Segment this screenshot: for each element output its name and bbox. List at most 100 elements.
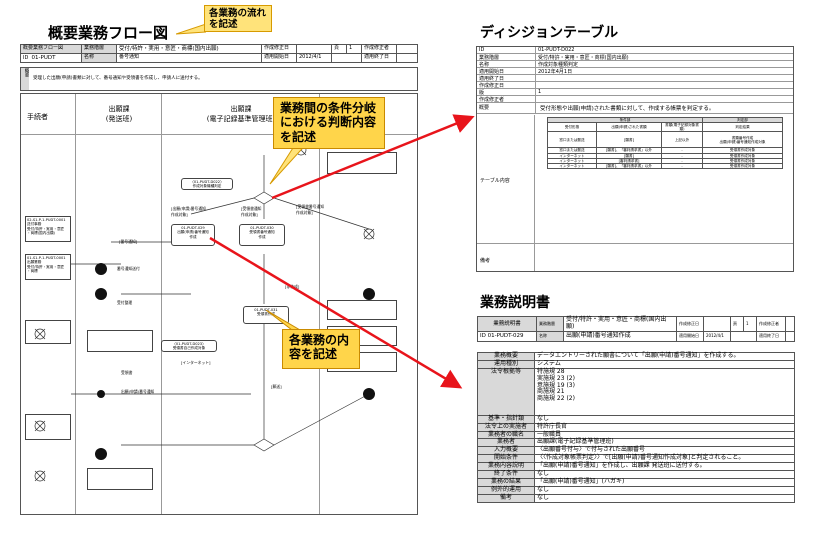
label-branch-2: [受領書通知 作成対象]: [241, 206, 262, 217]
node-task-029: 01-PUDT-029 出願(申請)番号通知 作成: [171, 224, 215, 246]
dt-k-3: 適用開始日: [477, 68, 536, 75]
desc-k-3: 基準・指針類: [477, 414, 535, 424]
branch-callout: 業務間の条件分岐における判断内容を記述: [273, 97, 385, 149]
dt-inner-table: 条件部 判定部 受付形態 出願(申請)された書類 書類(電子記録対象書類) 判定…: [547, 116, 783, 169]
level-label: 業務階層: [81, 44, 117, 54]
label-branch-4: [非作成]: [285, 284, 300, 289]
dt-k-4: 適用終了日: [477, 75, 536, 82]
desc-created-label: 作成修正日: [676, 316, 704, 332]
dt-k-5: 作成修正日: [477, 82, 536, 89]
created-label: 作成修正日: [261, 44, 297, 54]
dt-sub-0: 受付形態: [547, 122, 597, 133]
node-box-3: [25, 320, 71, 344]
dt-cell-0-3: 書類番号作成 出願(申請)番号通知作成対象: [702, 131, 783, 149]
desc-level-label: 業務階層: [536, 316, 564, 332]
dt-v-8: 受付形態や出願(申請)された書類に対して、作成する帳票を判定する。: [540, 106, 715, 112]
dt-cell-3-3: 受領書作成対象: [702, 157, 783, 164]
dt-head-judge: 判定部: [702, 116, 783, 124]
desc-v-11: 「出願(申請)番号通知」(ハガキ): [534, 477, 795, 487]
flow-header-table: 概要業務フロー図 業務階層 受付/特許・実用・意匠・商標(国内出願) 作成修正日…: [20, 44, 418, 63]
flow-gaiyo-row: 概要 受理した出願(申請)書類に対して、番号通知や受領書を作成し、申請人に送付す…: [20, 67, 418, 91]
desc-page-label: 頁: [730, 316, 744, 332]
node-box-6: [87, 468, 153, 490]
desc-id-value: ID 01-PUDT-029: [477, 330, 537, 342]
gaiyo-text: 受理した出願(申請)書類に対して、番号通知や受領書を作成し、申請人に送付する。: [33, 76, 203, 81]
id-label: ID: [23, 54, 29, 61]
end-apply-label: 適用終了日: [361, 53, 397, 63]
label-number-dispatch: 番号通知送付: [117, 266, 140, 271]
dt-remarks-label: 備考: [480, 258, 491, 264]
level-value: 受付/特許・実用・意匠・商標(国内出願): [116, 44, 262, 54]
desc-body-table: 業務概要データエントリーされた願書について「出願(申請)番号通知」を作成する。 …: [477, 352, 795, 503]
dt-cell-0-1: [願書]: [596, 131, 662, 149]
dt-v-0: 01-PUDT-D022: [538, 47, 575, 53]
desc-v-3: なし: [534, 414, 795, 424]
desc-level-value: 受付/特許・実用・意匠・商標(国内出願): [563, 316, 677, 332]
name-label: 名称: [81, 53, 117, 63]
dt-cell-4-2: -: [661, 162, 703, 169]
flow-label: 概要業務フロー図: [20, 44, 82, 54]
desc-page-value: 1: [743, 316, 757, 332]
dt-k-7: 作成修正者: [477, 96, 536, 103]
desc-k-12: 例外的運用: [477, 485, 535, 495]
label-receipt: 受領書: [121, 370, 133, 375]
desc-name-label: 名称: [536, 330, 564, 342]
page-label: 頁: [331, 44, 347, 54]
desc-k-4: 法令上の実施者: [477, 422, 535, 432]
desc-header-table: 業務説明書 業務階層 受付/特許・実用・意匠・商標(国内出願) 作成修正日 頁 …: [477, 316, 795, 342]
dt-cell-0-0: 窓口または郵送: [547, 131, 597, 149]
gaiyo-label: 概要: [21, 68, 29, 90]
desc-end-apply-label: 適用終了日: [756, 330, 786, 342]
label-number-notice-2: 出願(申請)番号通知: [121, 389, 155, 394]
dt-sub-3: 判定結果: [702, 122, 783, 133]
desc-name-value: 出願(申請)番号通知作成: [563, 330, 677, 342]
id-value: 01-PUDT: [31, 54, 56, 61]
node-decision-d023: 〈01-PUDT-D023〉 受領書自己作成対象: [161, 340, 217, 352]
apply-label: 適用開始日: [261, 53, 297, 63]
dt-sub-1: 出願(申請)された書類: [596, 122, 662, 133]
desc-v-1: システム: [534, 359, 795, 369]
flow-connectors: [34, 144, 375, 482]
decision-title: ディシジョンテーブル: [480, 25, 619, 41]
node-task-030: 01-PUDT-030 受領書番号通知 作成: [239, 224, 285, 246]
dt-v-3: 2012年4月1日: [538, 69, 573, 75]
desc-author-label: 作成修正者: [756, 316, 786, 332]
dt-cell-1-1: [願書]、「審判請求書」以外: [596, 147, 662, 154]
dt-content-label: テーブル内容: [480, 178, 510, 184]
node-decision-d022: 〈01-PUDT-D022〉 作成対象機種判定: [181, 178, 233, 190]
flow-callout: 各業務の流れを記述: [204, 5, 272, 32]
lane-applicant: 手続者: [27, 113, 48, 121]
dt-k-0: ID: [477, 47, 536, 53]
dt-v-6: 1: [538, 89, 542, 95]
dt-v-4: [536, 75, 538, 81]
label-number-notice: [番号通知]: [119, 239, 138, 244]
dt-k-1: 業務階層: [477, 54, 536, 61]
dt-sub-2: 書類(電子記録対象書類): [661, 122, 703, 133]
dt-v-1: 受付/特許・実用・意匠・商標(国内出願): [538, 55, 629, 61]
dt-k-6: 版: [477, 89, 536, 96]
lane-record: 出願課 (電子記録基準管理班): [206, 105, 276, 123]
desc-v-0: データエントリーされた願書について「出願(申請)番号通知」を作成する。: [534, 352, 795, 361]
desc-v-13: なし: [534, 493, 795, 503]
desc-v-4: 特許庁長官: [534, 422, 795, 432]
label-receipt-sort: 受付整理: [117, 300, 133, 305]
label-branch-3: [受領書番号通知 作成対象]: [296, 204, 325, 215]
desc-apply-label: 適用開始日: [676, 330, 704, 342]
author-label: 作成修正者: [361, 44, 397, 54]
desc-k-13: 備考: [477, 493, 535, 503]
label-post: [郵送]: [271, 384, 282, 389]
desc-v-12: なし: [534, 485, 795, 495]
desc-v-2: 特施規 28 実施規 23 (2) 意施規 19 (3) 商施規 21 商施規 …: [534, 367, 795, 416]
desc-apply-value: 2012/4/1: [703, 330, 731, 342]
desc-doc-label: 業務説明書: [477, 316, 537, 332]
page-value: 1: [346, 44, 362, 54]
dt-v-2: 作成対象種類判定: [538, 62, 579, 68]
label-internet: [インターネット]: [181, 360, 211, 365]
dt-k-8: 概要: [477, 103, 536, 113]
dt-v-5: [536, 82, 538, 88]
dt-cell-4-0: インターネット: [547, 162, 597, 169]
callout-pointer: [176, 23, 206, 35]
apply-value: 2012/4/1: [296, 53, 332, 63]
task-callout: 各業務の内容を記述: [282, 329, 360, 369]
